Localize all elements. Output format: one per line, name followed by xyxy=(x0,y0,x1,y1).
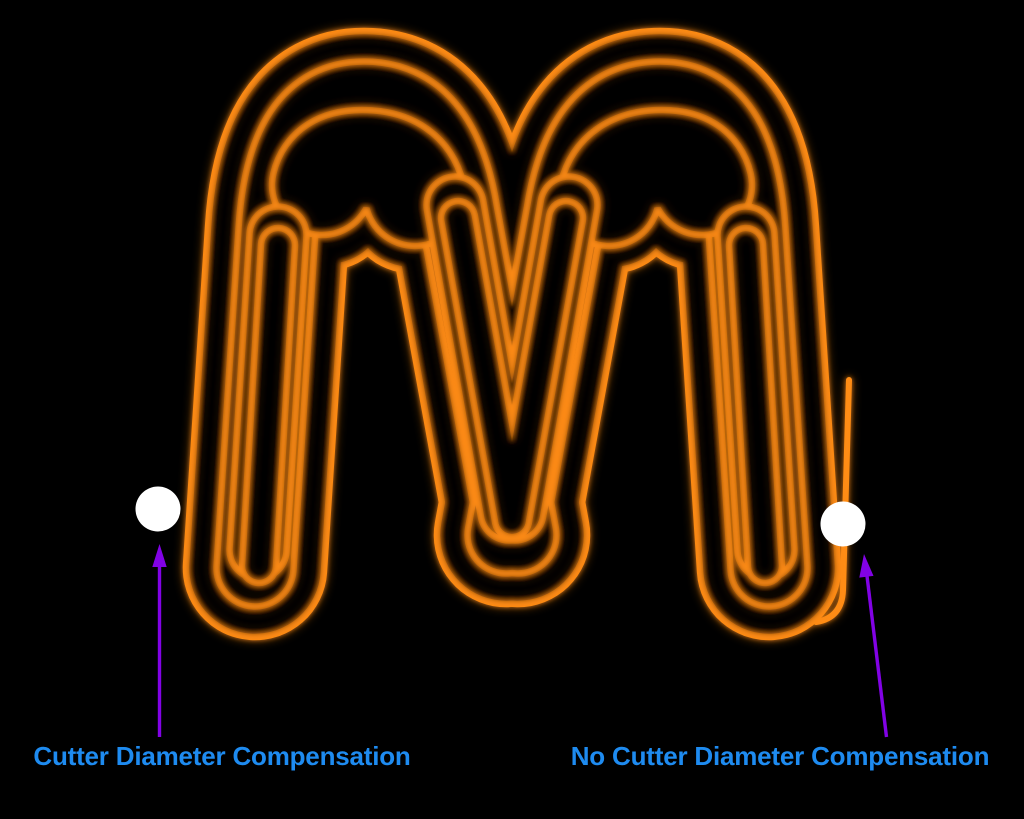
label-no-cutter-compensation: No Cutter Diameter Compensation xyxy=(570,741,990,771)
tool-dot-uncompensated xyxy=(820,501,866,547)
left-arrow xyxy=(152,544,167,737)
label-cutter-compensation: Cutter Diameter Compensation xyxy=(33,741,411,771)
right-arrow xyxy=(859,554,889,738)
tool-dot-compensated xyxy=(135,486,181,532)
toolpath-soft-glow xyxy=(255,100,849,622)
